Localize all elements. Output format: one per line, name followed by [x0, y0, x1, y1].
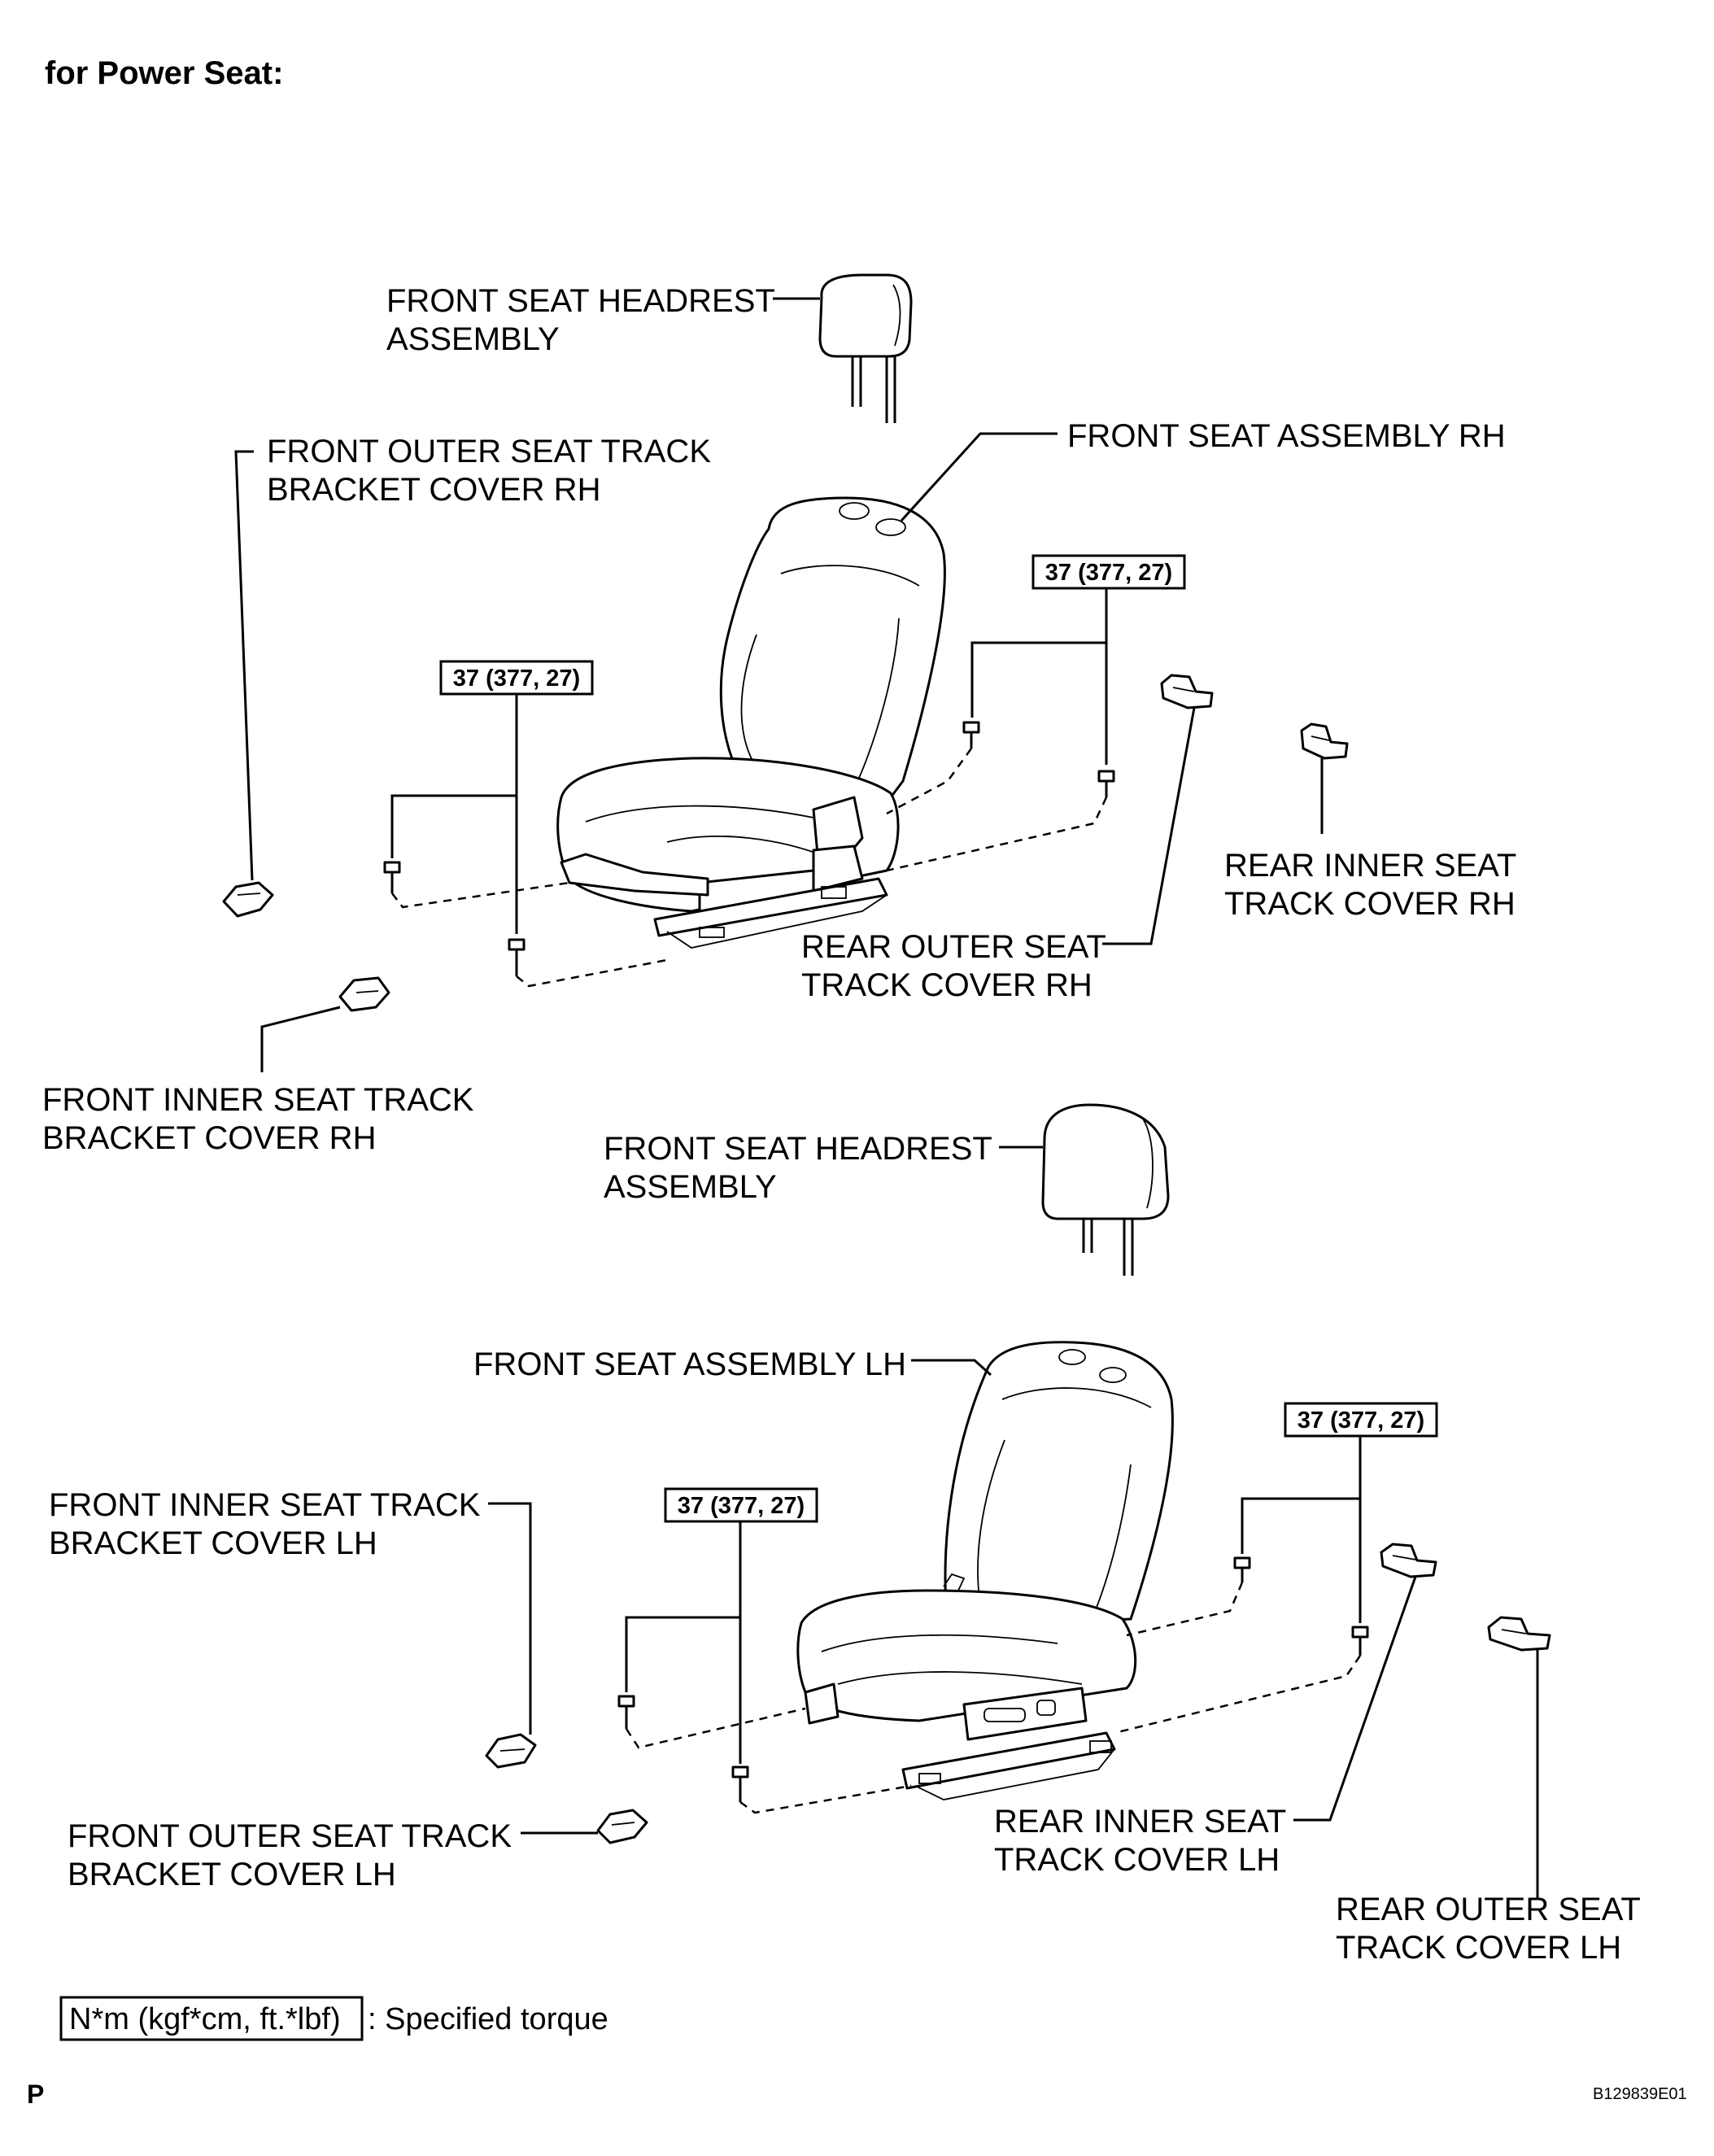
label-front-inner-cover-lh-1: FRONT INNER SEAT TRACK: [49, 1487, 481, 1523]
bolt-rh-4: [508, 938, 526, 976]
legend-text: : Specified torque: [368, 2002, 608, 2036]
leader-front-outer-cover-rh: [234, 450, 254, 881]
label-headrest-lh-1: FRONT SEAT HEADREST: [604, 1131, 992, 1167]
leader-seat-lh: [911, 1359, 992, 1377]
front-inner-cover-rh-part: [338, 976, 390, 1012]
torque-value-rh-rear: 37 (377, 27): [1045, 560, 1172, 586]
label-front-inner-cover-lh-2: BRACKET COVER LH: [49, 1525, 377, 1561]
label-rear-outer-cover-lh-2: TRACK COVER LH: [1336, 1930, 1621, 1966]
bolt-lh-4: [731, 1765, 749, 1802]
torque-value-lh-rear: 37 (377, 27): [1297, 1408, 1424, 1434]
rear-inner-cover-rh-part: [1300, 722, 1349, 760]
torque-value-lh-front: 37 (377, 27): [678, 1493, 805, 1519]
leader-seat-rh: [900, 432, 1058, 522]
label-front-inner-cover-rh-2: BRACKET COVER RH: [42, 1120, 376, 1156]
label-rear-inner-cover-rh-1: REAR INNER SEAT: [1224, 848, 1516, 884]
torque-spec-lh-front: 37 (377, 27): [664, 1487, 818, 1523]
label-headrest-rh-1: FRONT SEAT HEADREST: [386, 283, 775, 319]
label-front-inner-cover-rh-1: FRONT INNER SEAT TRACK: [42, 1082, 474, 1118]
label-rear-outer-cover-rh-2: TRACK COVER RH: [801, 967, 1093, 1003]
torque-legend: N*m (kgf*cm, ft.*lbf) : Specified torque: [59, 1996, 608, 2041]
leader-front-inner-cover-rh: [260, 1006, 341, 1072]
label-front-outer-cover-rh-1: FRONT OUTER SEAT TRACK: [267, 434, 711, 469]
label-rear-outer-cover-rh-1: REAR OUTER SEAT: [801, 929, 1106, 965]
leader-rear-inner-cover-lh: [1293, 1576, 1417, 1822]
label-rear-inner-cover-rh-2: TRACK COVER RH: [1224, 886, 1516, 922]
label-seat-rh: FRONT SEAT ASSEMBLY RH: [1067, 418, 1506, 454]
bolt-rh-2: [1097, 770, 1115, 797]
front-outer-cover-rh-part: [222, 881, 274, 918]
rear-outer-cover-lh-part: [1487, 1616, 1551, 1652]
legend-unit-box: N*m (kgf*cm, ft.*lbf): [69, 2002, 341, 2036]
rear-inner-cover-lh-part: [1380, 1543, 1437, 1578]
torque-spec-lh-rear: 37 (377, 27): [1284, 1402, 1438, 1438]
seat-assembly-lh-part: [796, 1341, 1174, 1800]
label-front-outer-cover-rh-2: BRACKET COVER RH: [267, 472, 600, 508]
torque-value-rh-front: 37 (377, 27): [453, 666, 580, 692]
torque-spec-rh-rear: 37 (377, 27): [1031, 554, 1186, 590]
rear-outer-cover-rh-part: [1160, 674, 1214, 709]
label-front-outer-cover-lh-1: FRONT OUTER SEAT TRACK: [68, 1818, 512, 1854]
label-seat-lh: FRONT SEAT ASSEMBLY LH: [473, 1346, 906, 1382]
label-headrest-lh-2: ASSEMBLY: [604, 1169, 777, 1205]
bolt-lh-3: [617, 1695, 635, 1729]
front-inner-cover-lh-part: [485, 1733, 537, 1769]
label-rear-inner-cover-lh-1: REAR INNER SEAT: [994, 1804, 1286, 1840]
diagram-title: for Power Seat:: [45, 55, 283, 91]
headrest-lh-part: [1041, 1103, 1170, 1276]
bolt-rh-3: [383, 861, 401, 893]
label-rear-inner-cover-lh-2: TRACK COVER LH: [994, 1842, 1280, 1878]
bolt-lh-2: [1351, 1626, 1369, 1656]
front-outer-cover-lh-part: [596, 1809, 648, 1844]
torque-spec-rh-front: 37 (377, 27): [439, 660, 594, 696]
label-headrest-rh-2: ASSEMBLY: [386, 321, 560, 357]
label-front-outer-cover-lh-2: BRACKET COVER LH: [68, 1857, 396, 1892]
headrest-rh-part: [818, 273, 913, 423]
leader-rear-outer-cover-rh: [1102, 707, 1196, 945]
seat-assembly-rh-part: [556, 496, 946, 949]
label-rear-outer-cover-lh-1: REAR OUTER SEAT: [1336, 1892, 1641, 1927]
figure-code: B129839E01: [1593, 2085, 1687, 2103]
bolt-rh-1: [962, 721, 980, 748]
page-marker: P: [27, 2080, 44, 2109]
leader-front-inner-cover-lh: [488, 1502, 532, 1735]
bolt-lh-1: [1233, 1556, 1251, 1582]
